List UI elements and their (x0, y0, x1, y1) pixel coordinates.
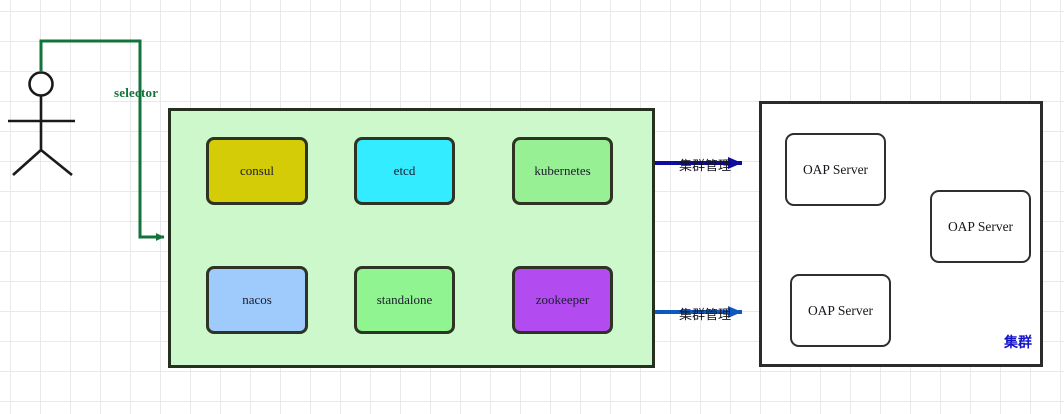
service-box-zookeeper[interactable]: zookeeper (512, 266, 613, 334)
service-label: etcd (393, 163, 416, 178)
oap-server-label: OAP Server (947, 218, 1014, 234)
oap-server-label: OAP Server (802, 161, 869, 177)
oap-server-box-2[interactable]: OAP Server (930, 190, 1031, 263)
actor-head-icon (28, 71, 54, 97)
manage-edge-label-bottom: 集群管理 (679, 308, 732, 323)
service-box-nacos[interactable]: nacos (206, 266, 308, 334)
oap-server-box-1[interactable]: OAP Server (785, 133, 886, 206)
cluster-panel-tag: 集群 (1004, 335, 1032, 351)
manage-edge-label-top: 集群管理 (679, 159, 732, 174)
service-box-consul[interactable]: consul (206, 137, 308, 205)
service-label: nacos (242, 292, 272, 307)
actor-leg-right (40, 148, 73, 177)
oap-server-box-3[interactable]: OAP Server (790, 274, 891, 347)
service-box-etcd[interactable]: etcd (354, 137, 455, 205)
service-label: standalone (376, 292, 433, 307)
selector-edge (39, 39, 165, 241)
service-label: kubernetes (534, 163, 591, 178)
service-box-kubernetes[interactable]: kubernetes (512, 137, 613, 205)
actor-figure (8, 71, 75, 177)
selector-edge-label: selector (114, 85, 159, 100)
service-label: consul (240, 163, 274, 178)
oap-server-label: OAP Server (807, 302, 874, 318)
service-label: zookeeper (535, 292, 590, 307)
service-box-standalone[interactable]: standalone (354, 266, 455, 334)
actor-leg-left (12, 149, 42, 176)
